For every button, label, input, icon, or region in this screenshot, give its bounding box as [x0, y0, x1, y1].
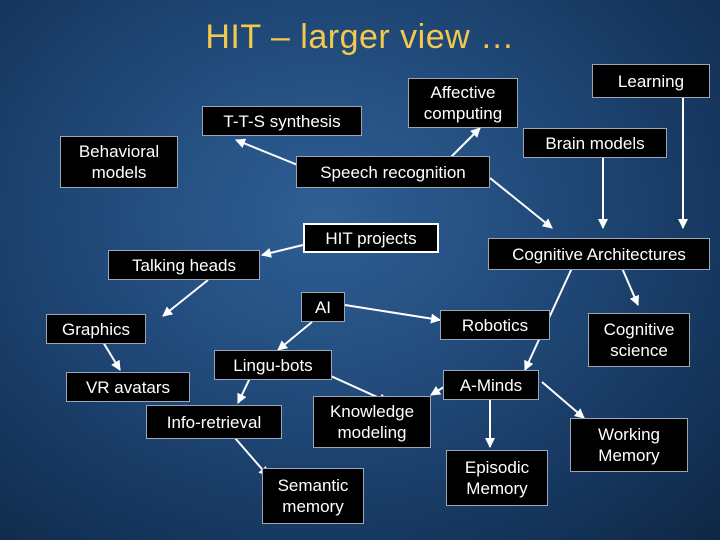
node-lingu-bots: Lingu-bots — [214, 350, 332, 380]
node-speech-recognition: Speech recognition — [296, 156, 490, 188]
node-hit-projects: HIT projects — [303, 223, 439, 253]
arrow-aminds-to-working — [541, 381, 585, 419]
node-talking-heads: Talking heads — [108, 250, 260, 280]
node-cognitive-architectures: Cognitive Architectures — [488, 238, 710, 270]
node-semantic-memory: Semantic memory — [262, 468, 364, 524]
arrow-speech-to-affective — [447, 127, 481, 161]
node-working-memory: Working Memory — [570, 418, 688, 472]
arrow-talking-to-graphics — [162, 279, 209, 317]
arrow-cogarch-to-cogsci — [621, 267, 640, 306]
node-graphics: Graphics — [46, 314, 146, 344]
arrow-lingubots-to-info — [237, 377, 251, 404]
node-learning: Learning — [592, 64, 710, 98]
node-vr-avatars: VR avatars — [66, 372, 190, 402]
arrow-ai-to-lingubots — [277, 321, 313, 351]
node-brain-models: Brain models — [523, 128, 667, 158]
arrow-graphics-to-vr — [102, 341, 121, 371]
node-ai: AI — [301, 292, 345, 322]
arrow-hit-to-talking — [261, 244, 304, 258]
node-episodic-memory: Episodic Memory — [446, 450, 548, 506]
node-a-minds: A-Minds — [443, 370, 539, 400]
node-knowledge-modeling: Knowledge modeling — [313, 396, 431, 448]
arrow-ai-to-robotics — [344, 304, 441, 324]
node-info-retrieval: Info-retrieval — [146, 405, 282, 439]
slide-title: HIT – larger view … — [205, 18, 515, 56]
node-robotics: Robotics — [440, 310, 550, 340]
arrow-speech-to-brain — [489, 177, 553, 229]
node-cognitive-science: Cognitive science — [588, 313, 690, 367]
node-tts-synthesis: T-T-S synthesis — [202, 106, 362, 136]
node-affective-computing: Affective computing — [408, 78, 518, 128]
node-behavioral-models: Behavioral models — [60, 136, 178, 188]
